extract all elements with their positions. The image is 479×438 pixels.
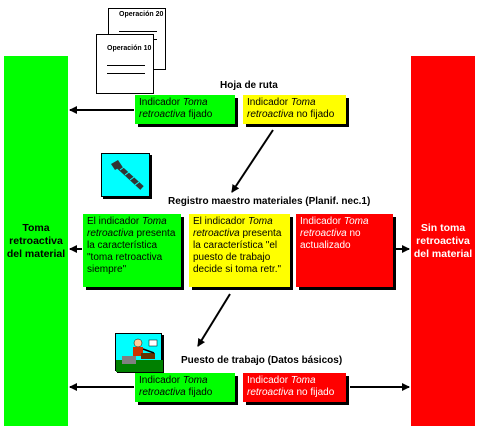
material-master-not-updated-box: Indicador Toma retroactiva no actualizad… xyxy=(296,214,393,287)
material-master-heading: Registro maestro materiales (Planif. nec… xyxy=(168,196,371,207)
document-front: Operación 10 xyxy=(96,34,154,94)
work-center-indicator-set-box: Indicador Toma retroactiva fijado xyxy=(135,373,235,402)
material-master-always-box: El indicador Toma retroactiva presenta l… xyxy=(83,214,181,287)
no-backflush-bar: Sin toma retroactiva del material xyxy=(411,56,475,426)
screw-part-icon xyxy=(101,153,150,197)
arrow-material-to-work-center xyxy=(197,293,231,347)
routing-indicator-set-box: Indicador Toma retroactiva fijado xyxy=(135,95,235,124)
work-center-indicator-not-set-box: Indicador Toma retroactiva no fijado xyxy=(243,373,346,402)
backflush-bar-label: Toma retroactiva del material xyxy=(6,221,66,260)
document-stack-icon: Operación 20 Operación 10 xyxy=(96,8,168,94)
document-back-label: Operación 20 xyxy=(119,11,164,18)
backflush-bar: Toma retroactiva del material xyxy=(4,56,68,426)
material-master-workcenter-decides-box: El indicador Toma retroactiva presenta l… xyxy=(189,214,290,287)
worker-workstation-icon xyxy=(115,333,163,372)
routing-indicator-not-set-box: Indicador Toma retroactiva no fijado xyxy=(243,95,346,124)
document-front-label: Operación 10 xyxy=(107,45,152,52)
no-backflush-bar-label: Sin toma retroactiva del material xyxy=(413,221,473,260)
work-center-heading: Puesto de trabajo (Datos básicos) xyxy=(181,355,343,366)
routing-heading: Hoja de ruta xyxy=(220,80,278,91)
arrow-routing-to-material-master xyxy=(231,129,274,193)
